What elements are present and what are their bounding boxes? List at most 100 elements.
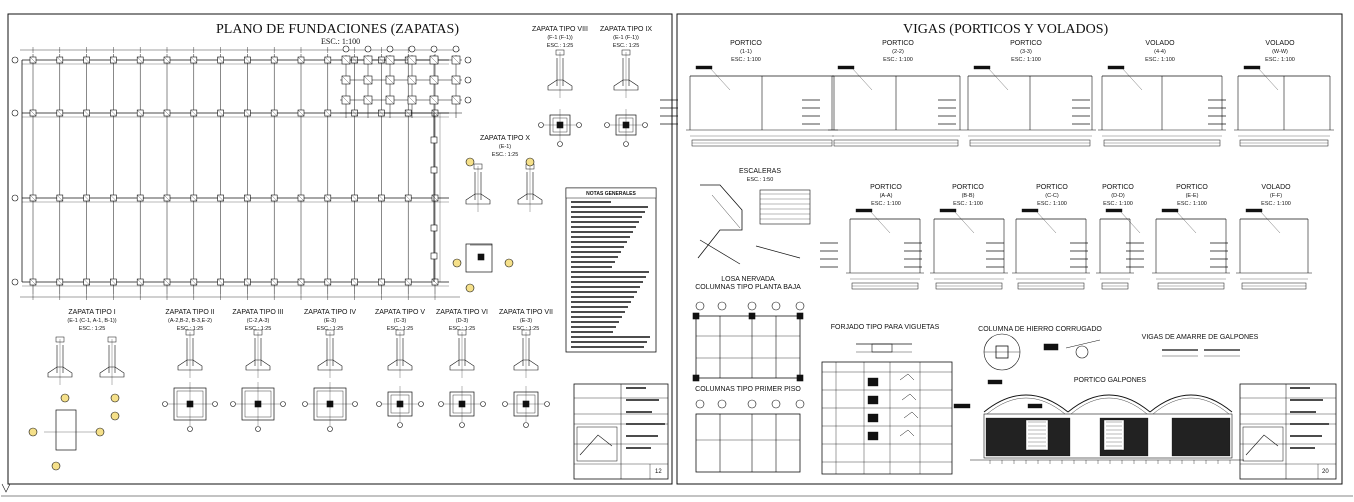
frame-mid-label-4: PORTICO(E-E)ESC.: 1:100 (1176, 184, 1208, 208)
zapata-bottom-label-4-line: ZAPATA TIPO V (374, 309, 426, 316)
frame-top-label-1: PORTICO(2-2)ESC.: 1:100 (882, 40, 914, 64)
zapata-bottom-label-5-line: (D-3) (455, 318, 469, 324)
stairs-label-line: ESC.: 1:50 (746, 177, 774, 183)
zapatas-bottom-details (28, 329, 550, 471)
zapata-bottom-label-0-line: ZAPATA TIPO I (68, 309, 116, 316)
zapata-bottom-label-3-line: ZAPATA TIPO IV (304, 309, 356, 316)
galpon-frames (953, 333, 1244, 464)
frame-mid-label-5-line: (F-F) (1269, 193, 1283, 199)
zapata-bottom-label-0-line: ESC.: 1:25 (78, 326, 106, 332)
zapata-bottom-label-6-line: (E-3) (519, 318, 533, 324)
zapatas-top-details (538, 49, 648, 147)
columns-first-floor (695, 399, 805, 473)
galpon-vigas-label: VIGAS DE AMARRE DE GALPONES (1141, 334, 1259, 341)
sheet-number-right: 20 (1322, 469, 1329, 475)
frame-mid-label-1-line: PORTICO (952, 184, 984, 191)
frame-mid-label-3-line: PORTICO (1102, 184, 1134, 191)
zapata-top-label-1: ZAPATA TIPO IX (E-1 (F-1)) ESC.: 1:25 (600, 26, 652, 50)
frame-mid-label-5-line: VOLADO (1261, 184, 1291, 191)
zapata-bottom-label-5-line: ESC.: 1:25 (448, 326, 476, 332)
frame-mid-label-2: PORTICO(C-C)ESC.: 1:100 (1036, 184, 1068, 208)
zapata-bottom-label-0-line: (E-1 (C-1, A-1, B-1)) (67, 318, 117, 324)
foundation-plan-scale: ESC.: 1:100 (321, 37, 361, 46)
beams-title: VIGAS (PORTICOS Y VOLADOS) (903, 22, 1109, 37)
columna-hierro-label: COLUMNA DE HIERRO CORRUGADO (978, 326, 1102, 333)
stairs-label-line: ESCALERAS (738, 168, 782, 175)
columnas-primer-piso-label: COLUMNAS TIPO PRIMER PISO (695, 386, 801, 393)
zapata-top-label-0-line: ESC.: 1:25 (546, 43, 574, 49)
zapata-x-label-line: ZAPATA TIPO X (479, 135, 531, 142)
zapata-top-label-0: ZAPATA TIPO VIII (F-1 (F-1)) ESC.: 1:25 (532, 26, 588, 50)
notes-block (565, 187, 657, 353)
forjado-detail (856, 343, 912, 353)
zapata-top-label-0-line: ZAPATA TIPO VIII (532, 26, 588, 33)
galpon-section-label: PORTICO GALPONES (1073, 377, 1147, 384)
frame-top-label-2-line: (3-3) (1020, 49, 1032, 55)
zapata-bottom-label-5: ZAPATA TIPO VI (D-3) ESC.: 1:25 (436, 309, 488, 333)
losa-label: LOSA NERVADA (721, 276, 775, 283)
frame-mid-label-1-line: (B-B) (961, 193, 975, 199)
frame-top-label-3: VOLADO (4-4) ESC.: 1:100 (1145, 40, 1175, 64)
frame-mid-label-5-line: ESC.: 1:100 (1261, 201, 1291, 207)
zapata-bottom-label-5-line: ZAPATA TIPO VI (436, 309, 488, 316)
frame-mid-label-4-line: (E-E) (1185, 193, 1199, 199)
zapata-bottom-label-2-line: (C-2,A-3) (246, 318, 270, 324)
zapata-bottom-label-2: ZAPATA TIPO III(C-2,A-3)ESC.: 1:25 (232, 309, 283, 333)
frame-top-label-0-line: ESC.: 1:100 (731, 57, 761, 63)
zapata-x-label-line: (E-1) (498, 144, 512, 150)
frame-mid-label-0-line: ESC.: 1:100 (871, 201, 901, 207)
frame-mid-label-0-line: (A-A) (879, 193, 893, 199)
zapata-top-label-1-line: ZAPATA TIPO IX (600, 26, 652, 33)
frame-mid-label-3: PORTICO (D-D) ESC.: 1:100 (1102, 184, 1134, 208)
zapata-top-label-1-line: ESC.: 1:25 (612, 43, 640, 49)
frame-mid-label-5: VOLADO (F-F) ESC.: 1:100 (1261, 184, 1291, 208)
frame-top-label-2-line: PORTICO (1010, 40, 1042, 47)
stairs-detail (697, 184, 811, 265)
zapata-bottom-label-1-line: ZAPATA TIPO II (165, 309, 215, 316)
frame-top-label-3-line: ESC.: 1:100 (1145, 57, 1175, 63)
frame-top-label-4: VOLADO(W-W)ESC.: 1:100 (1265, 40, 1295, 64)
frame-top-label-3-line: VOLADO (1145, 40, 1175, 47)
zapata-bottom-label-1-line: ESC.: 1:25 (176, 326, 204, 332)
zapata-bottom-label-6-line: ESC.: 1:25 (512, 326, 540, 332)
zapata-top-label-1-line: (E-1 (F-1)) (613, 35, 639, 41)
zapata-bottom-label-1-line: (A-2,B-2, B-3,E-2) (167, 318, 212, 324)
columns-ground-floor (692, 301, 805, 382)
zapata-bottom-label-0: ZAPATA TIPO I (E-1 (C-1, A-1, B-1)) ESC.: … (67, 309, 116, 333)
zapata-bottom-label-1: ZAPATA TIPO II (A-2,B-2, B-3,E-2) ESC.: 1:… (165, 309, 214, 333)
zapata-top-label-0-line: (F-1 (F-1)) (547, 35, 573, 41)
frame-top-label-3-line: (4-4) (1154, 49, 1166, 55)
title-block-right (1239, 383, 1337, 480)
frame-top-label-4-line: (W-W) (1272, 49, 1288, 55)
zapata-bottom-label-3-line: ESC.: 1:25 (316, 326, 344, 332)
stairs-label: ESCALERAS ESC.: 1:50 (739, 168, 781, 184)
zapata-bottom-label-4-line: ESC.: 1:25 (386, 326, 414, 332)
zapata-bottom-label-3-line: (E-3) (323, 318, 337, 324)
sheet-number-left: 12 (655, 469, 662, 475)
frame-mid-label-0: PORTICO(A-A)ESC.: 1:100 (870, 184, 902, 208)
zapata-bottom-label-4-line: (C-3) (393, 318, 407, 324)
frame-top-label-4-line: ESC.: 1:100 (1265, 57, 1295, 63)
foundation-grid-plan (11, 45, 472, 300)
frame-top-label-2-line: ESC.: 1:100 (1011, 57, 1041, 63)
foundation-plan-title: PLANO DE FUNDACIONES (ZAPATAS) (216, 22, 459, 37)
frame-mid-label-2-line: PORTICO (1036, 184, 1068, 191)
frame-top-label-0-line: (1-1) (740, 49, 752, 55)
zapata-x-detail (452, 157, 543, 293)
forjado-label: FORJADO TIPO PARA VIGUETAS (830, 324, 940, 331)
title-block-left (573, 383, 669, 480)
zapata-bottom-label-2-line: ESC.: 1:25 (244, 326, 272, 332)
frame-mid-label-3-line: ESC.: 1:100 (1103, 201, 1133, 207)
frame-mid-label-2-line: ESC.: 1:100 (1037, 201, 1067, 207)
frame-top-label-1-line: (2-2) (892, 49, 904, 55)
zapata-bottom-label-3: ZAPATA TIPO IV (E-3) ESC.: 1:25 (304, 309, 356, 333)
frame-mid-label-3-line: (D-D) (1111, 193, 1125, 199)
zapata-x-label: ZAPATA TIPO X(E-1)ESC.: 1:25 (480, 135, 530, 159)
frame-mid-label-1: PORTICO(B-B)ESC.: 1:100 (952, 184, 984, 208)
frame-top-label-2: PORTICO (3-3) ESC.: 1:100 (1010, 40, 1042, 64)
frame-top-label-1-line: PORTICO (882, 40, 914, 47)
frame-top-label-0-line: PORTICO (730, 40, 762, 47)
frame-top-label-0: PORTICO (1-1) ESC.: 1:100 (730, 40, 762, 64)
sheet-frames (1, 13, 1353, 497)
